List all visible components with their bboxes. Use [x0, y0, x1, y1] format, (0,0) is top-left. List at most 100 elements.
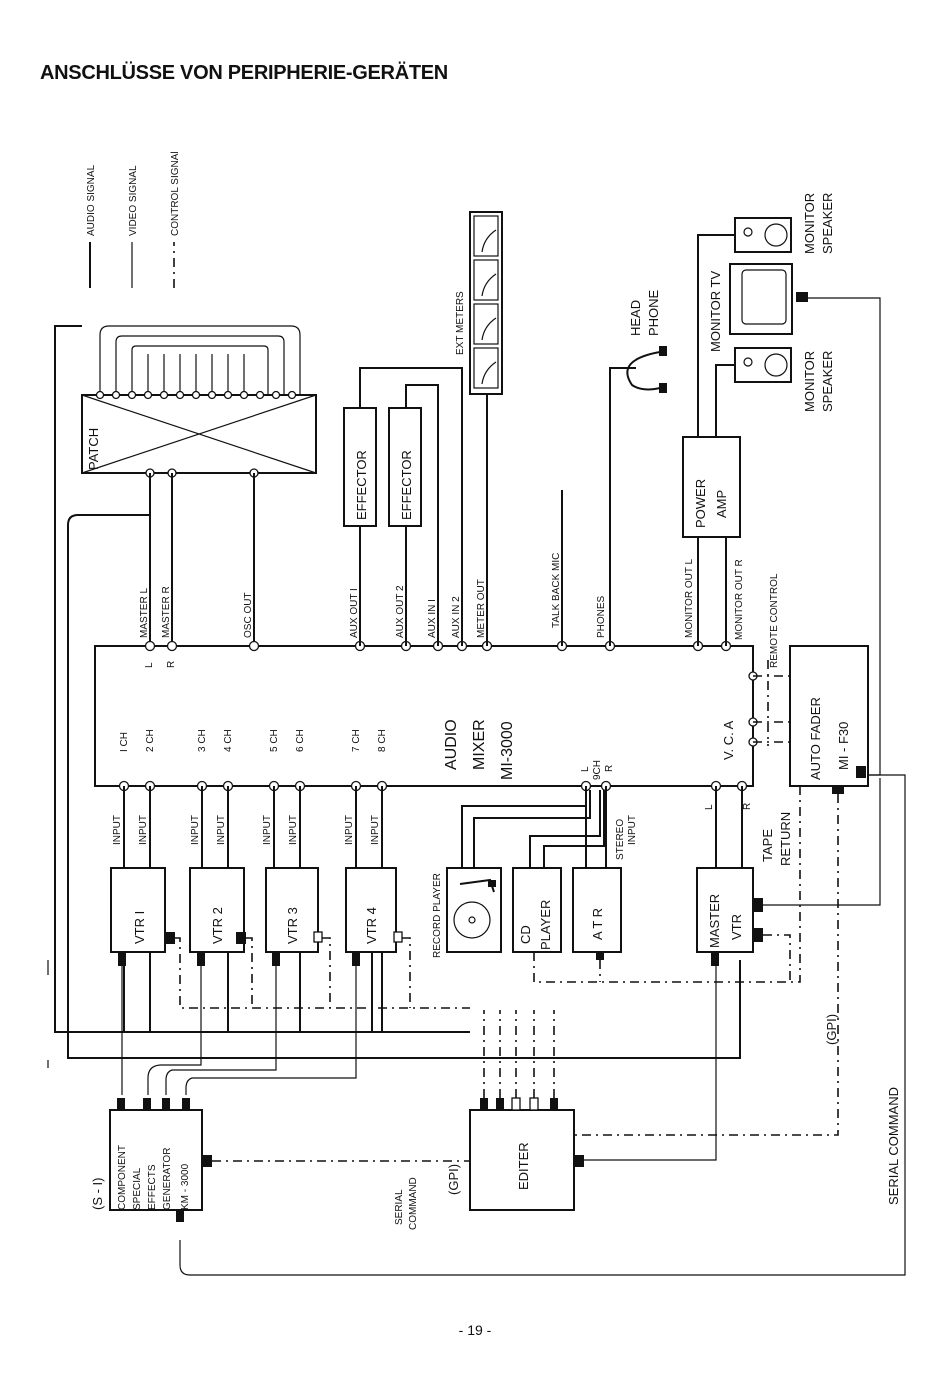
label-master-l: MASTER L: [139, 588, 150, 638]
page-title: ANSCHLÜSSE VON PERIPHERIE-GERÄTEN: [40, 62, 448, 84]
cd-player-label-2: PLAYER: [538, 900, 553, 950]
mixer-top-labels: MASTER L MASTER R OSC OUT AUX OUT I AUX …: [139, 553, 780, 668]
power-amp-label-2: AMP: [714, 490, 729, 518]
label-monitor-out-l: MONITOR OUT L: [684, 558, 695, 638]
monitor-tv-label: MONITOR TV: [708, 271, 723, 352]
editer: EDITER: [469, 1097, 584, 1211]
stereo-input-label-1: STEREO: [615, 819, 626, 860]
effector-2-label: EFFECTOR: [399, 450, 414, 520]
gpi-right-label: (GPI): [824, 1014, 839, 1045]
label-ch9-r: R: [604, 765, 615, 772]
serial-command-right-label: SERIAL COMMAND: [886, 1087, 901, 1205]
label-aux-out-1: AUX OUT I: [349, 588, 360, 638]
master-vtr-label-1: MASTER: [707, 894, 722, 948]
vtr-3: VTR 3: [265, 867, 323, 966]
label-monitor-out-r: MONITOR OUT R: [734, 559, 745, 640]
audio-mixer: AUDIO MIXER MI-3000 V. C. A: [94, 640, 758, 792]
page-number: - 19 -: [458, 1322, 492, 1338]
km3000-label-2: SPECIAL: [132, 1167, 143, 1210]
power-amp-label-1: POWER: [693, 479, 708, 528]
headphone: HEAD PHONE: [609, 289, 667, 646]
legend-video-label: VIDEO SIGNAL: [128, 165, 139, 236]
label-aux-in-2: AUX IN 2: [451, 596, 462, 638]
master-vtr-label-2: VTR: [729, 914, 744, 940]
effector-2: EFFECTOR: [388, 407, 422, 527]
label-ch6: 6 CH: [295, 729, 306, 752]
s1-label: (S - I): [90, 1178, 105, 1211]
km3000-label-5: KM - 3000: [180, 1163, 191, 1210]
auto-fader: AUTO FADER MI - F30: [789, 645, 869, 794]
monitor-tv: MONITOR TV: [708, 263, 808, 352]
vtr-1-label: VTR I: [132, 911, 147, 944]
label-ch5: 5 CH: [269, 729, 280, 752]
label-aux-in-1: AUX IN I: [427, 599, 438, 638]
stereo-input-label-2: INPUT: [627, 815, 638, 845]
km3000-label-3: EFFECTS: [147, 1164, 158, 1210]
input-label-1: INPUT: [112, 815, 123, 845]
monitor-speaker-top-label-1: MONITOR: [802, 193, 817, 254]
input-label-6: INPUT: [288, 815, 299, 845]
legend-audio-label: AUDIO SIGNAL: [86, 164, 97, 236]
serial-command-left-label-2: COMMAND: [408, 1177, 419, 1230]
label-mixer-r: R: [166, 661, 177, 668]
label-meter-out: METER OUT: [476, 579, 487, 638]
label-talk-back-mic: TALK BACK MIC: [551, 553, 562, 628]
label-ch8: 8 CH: [377, 729, 388, 752]
master-l-label: L: [704, 804, 715, 810]
headphone-label-1: HEAD: [628, 300, 643, 336]
gpi-left-label: (GPI): [446, 1164, 461, 1195]
label-aux-out-2: AUX OUT 2: [395, 585, 406, 638]
effector-1-label: EFFECTOR: [354, 450, 369, 520]
mixer-channel-labels: I CH 2 CH 3 CH 4 CH 5 CH 6 CH 7 CH 8 CH …: [119, 729, 615, 780]
vca-label: V. C. A: [721, 720, 736, 760]
km3000-label-4: GENERATOR: [162, 1148, 173, 1210]
master-r-label: R: [742, 803, 753, 810]
label-ch2: 2 CH: [145, 729, 156, 752]
record-player-label: RECORD PLAYER: [432, 873, 443, 958]
legend: AUDIO SIGNAL VIDEO SIGNAL CONTROL SIGNAl: [86, 151, 181, 288]
label-ch3: 3 CH: [197, 729, 208, 752]
ext-meters-label: EXT METERS: [455, 291, 466, 355]
monitor-speaker-bottom-label-1: MONITOR: [802, 351, 817, 412]
input-label-2: INPUT: [138, 815, 149, 845]
patch-label: PATCH: [86, 428, 101, 470]
label-ch9: 9CH: [592, 760, 603, 780]
patch-bay: PATCH: [81, 325, 317, 478]
label-remote-control: REMOTE CONTROL: [769, 573, 780, 668]
input-label-5: INPUT: [262, 815, 273, 845]
km-3000: COMPONENT SPECIAL EFFECTS GENERATOR KM -…: [90, 1098, 212, 1222]
input-label-7: INPUT: [344, 815, 355, 845]
input-label-4: INPUT: [216, 815, 227, 845]
tape-return-label-1: TAPE: [760, 829, 775, 862]
atr: A T R: [572, 867, 622, 960]
vtr-4-label: VTR 4: [364, 907, 379, 944]
cd-player-label-1: CD: [518, 925, 533, 944]
ext-meters: EXT METERS: [455, 211, 503, 395]
label-phones: PHONES: [596, 595, 607, 638]
vtr-3-label: VTR 3: [285, 907, 300, 944]
vtr-4: VTR 4: [345, 867, 403, 966]
km3000-label-1: COMPONENT: [117, 1145, 128, 1210]
headphone-label-2: PHONE: [646, 289, 661, 336]
label-mixer-l: L: [144, 662, 155, 668]
tape-return-label-2: RETURN: [778, 812, 793, 866]
vtr-2-label: VTR 2: [210, 907, 225, 944]
mixer-name-line3: MI-3000: [499, 721, 516, 780]
monitor-speaker-bottom: MONITOR SPEAKER: [734, 347, 835, 412]
mixer-name-line2: MIXER: [471, 719, 488, 770]
input-label-3: INPUT: [190, 815, 201, 845]
auto-fader-label-2: MI - F30: [836, 722, 851, 770]
vtr-2: VTR 2: [189, 867, 246, 966]
label-ch9-l: L: [580, 766, 591, 772]
monitor-speaker-top-label-2: SPEAKER: [820, 193, 835, 254]
legend-control-label: CONTROL SIGNAl: [170, 151, 181, 236]
input-label-8: INPUT: [370, 815, 381, 845]
monitor-speaker-bottom-label-2: SPEAKER: [820, 351, 835, 412]
input-labels: INPUT INPUT INPUT INPUT INPUT INPUT INPU…: [112, 815, 381, 845]
serial-command-left-label-1: SERIAL: [394, 1189, 405, 1225]
label-master-r: MASTER R: [161, 586, 172, 638]
monitor-speaker-top: MONITOR SPEAKER: [734, 193, 835, 254]
atr-label: A T R: [590, 908, 605, 940]
record-player: RECORD PLAYER: [432, 867, 502, 958]
